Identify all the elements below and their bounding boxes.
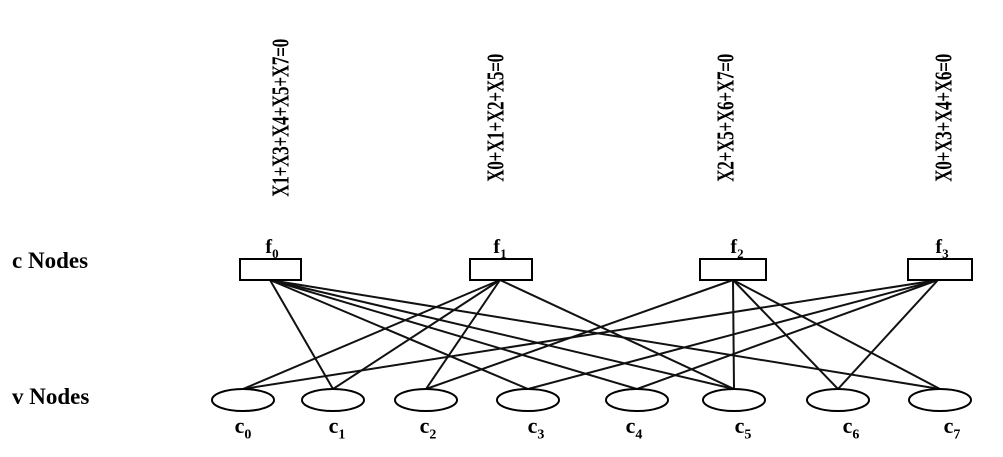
variable-node-label-c6: c6: [842, 413, 860, 443]
variable-node-label-c3: c3: [527, 413, 545, 443]
v-nodes-label: v Nodes: [12, 384, 90, 409]
edge-f3-c3: [527, 279, 939, 390]
edge-f0-c4: [269, 279, 638, 390]
edge-f0-c1: [269, 279, 334, 390]
check-node-label-f3: f3: [935, 236, 949, 261]
equation-f0: X1+X3+X4+X5+X7=0: [268, 39, 295, 197]
equation-f2: X2+X5+X6+X7=0: [713, 54, 740, 182]
check-node-f2: [699, 258, 767, 281]
variable-node-label-c0: c0: [234, 413, 252, 443]
equation-f3: X0+X3+X4+X6=0: [931, 54, 958, 182]
variable-node-c1: [301, 388, 365, 412]
edge-f0-c7: [269, 279, 941, 390]
check-node-f3: [907, 258, 973, 281]
equation-f1: X0+X1+X2+X5=0: [483, 54, 510, 182]
check-node-label-f0: f0: [265, 236, 279, 261]
edge-f3-c6: [837, 279, 939, 390]
variable-node-label-c7: c7: [943, 413, 961, 443]
variable-node-label-c2: c2: [419, 413, 437, 443]
check-node-f1: [469, 258, 533, 281]
variable-node-label-c5: c5: [734, 413, 752, 443]
edge-f3-c0: [242, 279, 939, 390]
edge-f2-c2: [425, 279, 734, 390]
variable-node-c3: [496, 388, 560, 412]
edge-f0-c5: [269, 279, 735, 390]
variable-node-c6: [806, 388, 870, 412]
edge-f1-c2: [425, 279, 501, 390]
variable-node-label-c4: c4: [625, 413, 643, 443]
variable-node-c0: [211, 388, 275, 412]
c-nodes-label: c Nodes: [12, 248, 89, 273]
variable-node-c7: [908, 388, 972, 412]
edge-f0-c3: [269, 279, 529, 390]
check-node-label-f2: f2: [730, 236, 744, 261]
edge-f1-c5: [499, 279, 735, 390]
variable-node-c2: [394, 388, 458, 412]
edge-f1-c0: [242, 279, 501, 390]
variable-node-c4: [605, 388, 669, 412]
check-node-label-f1: f1: [493, 236, 507, 261]
variable-node-label-c1: c1: [328, 413, 346, 443]
edge-f3-c4: [636, 279, 939, 390]
check-node-f0: [239, 258, 302, 281]
variable-node-c5: [702, 388, 766, 412]
edge-f2-c7: [732, 279, 941, 390]
